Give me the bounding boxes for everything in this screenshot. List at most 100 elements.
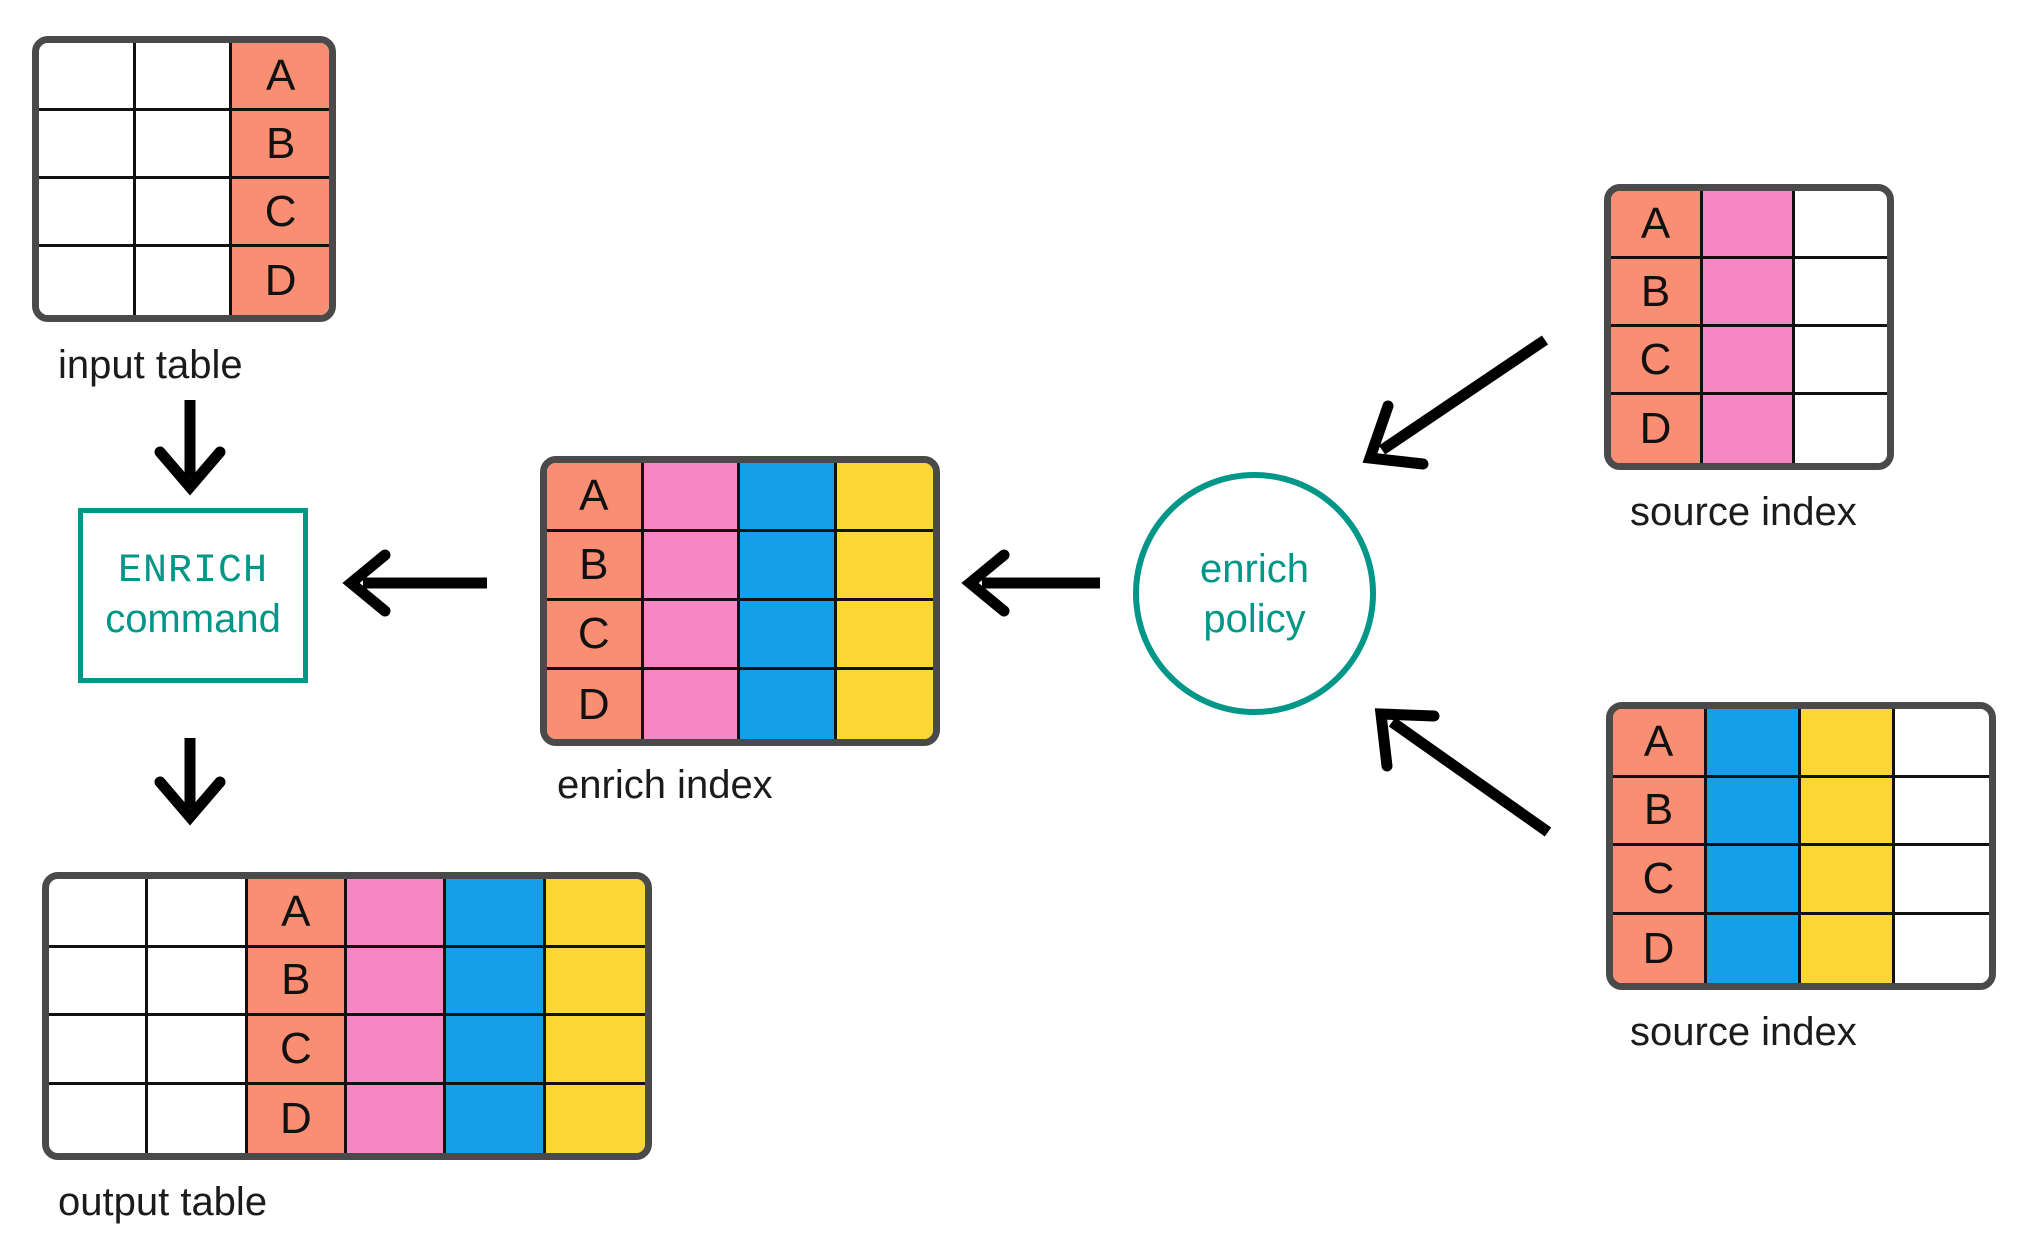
enrich-index-caption: enrich index <box>557 763 773 807</box>
table-cell-a: A <box>232 43 329 111</box>
table-cell <box>643 601 740 670</box>
table-cell <box>135 179 233 247</box>
table-cell <box>1801 777 1895 846</box>
table-cell <box>49 1016 149 1085</box>
table-cell <box>545 947 645 1016</box>
table-cell <box>148 1084 248 1153</box>
table-cell <box>1895 846 1989 915</box>
table-cell-a: A <box>1613 709 1707 778</box>
table-cell <box>836 670 933 739</box>
table-cell <box>1795 327 1887 395</box>
table-cell <box>446 947 546 1016</box>
table-cell-b: B <box>1613 777 1707 846</box>
table-cell <box>1703 191 1795 259</box>
table-cell <box>49 1084 149 1153</box>
table-cell-c: C <box>1613 846 1707 915</box>
table-cell <box>347 879 447 948</box>
table-cell <box>545 1016 645 1085</box>
arrow-enrich-index-to-command-icon <box>342 549 487 617</box>
enrich-policy-node[interactable]: enrich policy <box>1133 472 1376 715</box>
table-cell <box>1801 709 1895 778</box>
table-cell <box>836 463 933 532</box>
enrich-command-word: command <box>105 596 281 641</box>
table-cell <box>148 1016 248 1085</box>
arrow-source-bottom-to-policy-icon <box>1374 708 1552 837</box>
table-cell <box>1703 395 1795 463</box>
table-cell-b: B <box>232 111 329 179</box>
table-cell-c: C <box>1611 327 1703 395</box>
table-cell <box>347 1016 447 1085</box>
table-cell <box>39 111 136 179</box>
table-cell <box>135 247 233 315</box>
table-cell-d: D <box>547 670 644 739</box>
table-cell <box>446 1084 546 1153</box>
table-cell-a: A <box>247 879 347 948</box>
enrich-command-box[interactable]: ENRICH command <box>78 508 308 683</box>
table-cell <box>1795 259 1887 327</box>
table-cell <box>446 879 546 948</box>
table-cell-d: D <box>1611 395 1703 463</box>
table-cell <box>446 1016 546 1085</box>
table-cell <box>1895 709 1989 778</box>
table-cell <box>1707 777 1801 846</box>
table-cell <box>1895 777 1989 846</box>
table-cell <box>1707 914 1801 983</box>
table-cell <box>836 601 933 670</box>
enrich-policy-line2: policy <box>1203 596 1306 641</box>
table-cell-d: D <box>1613 914 1707 983</box>
table-cell-d: D <box>232 247 329 315</box>
table-cell <box>740 601 837 670</box>
table-cell-a: A <box>1611 191 1703 259</box>
table-cell-a: A <box>547 463 644 532</box>
table-cell <box>1703 327 1795 395</box>
table-cell <box>1801 914 1895 983</box>
table-cell <box>135 43 233 111</box>
table-cell <box>643 532 740 601</box>
table-cell <box>643 670 740 739</box>
table-cell <box>1895 914 1989 983</box>
table-cell-c: C <box>232 179 329 247</box>
enrich-command-keyword: ENRICH <box>117 549 269 595</box>
table-cell <box>643 463 740 532</box>
arrow-policy-to-enrich-index-icon <box>961 549 1100 617</box>
table-cell <box>1707 709 1801 778</box>
source-index-bottom-caption: source index <box>1630 1010 1857 1054</box>
table-cell-d: D <box>247 1084 347 1153</box>
table-cell <box>740 532 837 601</box>
table-cell <box>1795 191 1887 259</box>
table-cell-b: B <box>547 532 644 601</box>
table-cell <box>836 532 933 601</box>
table-cell <box>49 947 149 1016</box>
source-index-top-caption: source index <box>1630 490 1857 534</box>
arrow-input-to-command-icon <box>154 400 226 496</box>
table-cell <box>39 43 136 111</box>
output-table-caption: output table <box>58 1180 268 1224</box>
table-cell-b: B <box>1611 259 1703 327</box>
table-cell <box>740 670 837 739</box>
table-cell-c: C <box>247 1016 347 1085</box>
arrow-source-top-to-policy-icon <box>1362 335 1549 470</box>
table-cell <box>1703 259 1795 327</box>
arrow-command-to-output-icon <box>154 738 226 826</box>
table-cell <box>1707 846 1801 915</box>
table-cell <box>39 247 136 315</box>
table-cell <box>148 947 248 1016</box>
table-cell <box>49 879 149 948</box>
input-table-caption: input table <box>58 343 243 387</box>
enrich-policy-line1: enrich <box>1200 546 1309 591</box>
table-cell <box>1795 395 1887 463</box>
table-cell <box>39 179 136 247</box>
table-cell <box>148 879 248 948</box>
table-cell-b: B <box>247 947 347 1016</box>
table-cell <box>347 1084 447 1153</box>
table-cell <box>545 879 645 948</box>
table-cell <box>545 1084 645 1153</box>
table-cell <box>1801 846 1895 915</box>
table-cell <box>740 463 837 532</box>
